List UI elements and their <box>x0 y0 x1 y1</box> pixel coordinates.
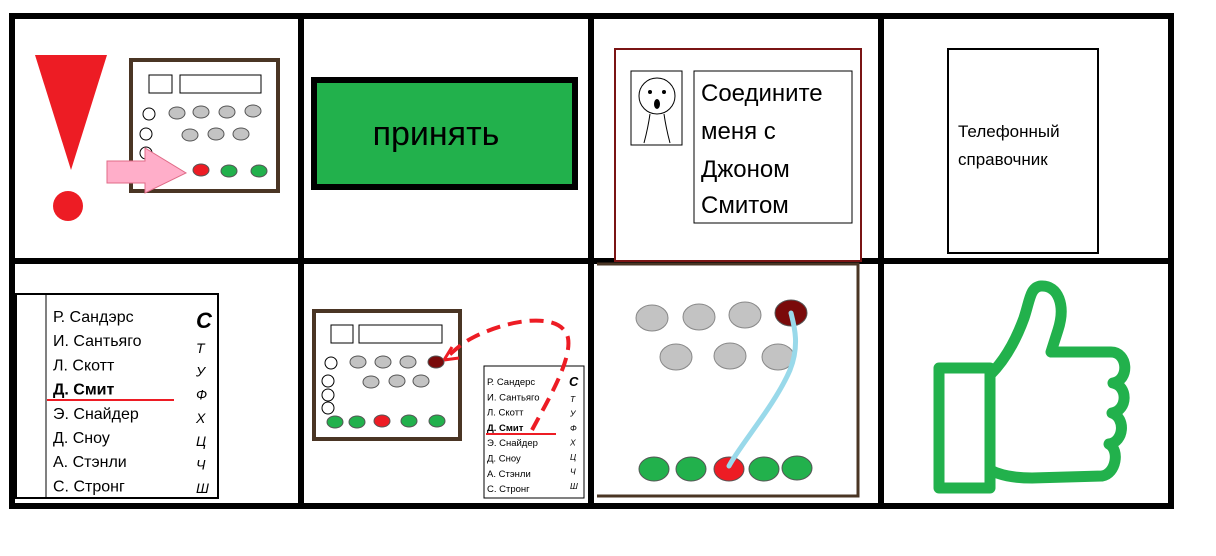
thumbs-up-icon <box>933 280 1131 494</box>
active-plug[interactable] <box>713 456 745 482</box>
directory-index-letter: У <box>195 363 207 379</box>
cell-accept: принять <box>311 77 578 190</box>
cell-phonebook: Телефонный справочник <box>947 48 1099 254</box>
phonebook-card[interactable]: Телефонный справочник <box>947 48 1099 254</box>
mini-directory-index-letter: Х <box>569 438 576 448</box>
directory-index-letter: Т <box>196 340 206 356</box>
mini-directory-entry: С. Стронг <box>487 484 530 495</box>
mini-directory-index-letter: Ш <box>570 481 578 491</box>
directory-list: Р. Сандэрс И. Сантьяго Л. Скотт Д. Смит Э. С… <box>53 309 142 495</box>
directory-index-letter: Ц <box>196 433 206 449</box>
mini-directory-index-letter: Ч <box>570 467 576 477</box>
mini-directory-index-header: С <box>569 374 579 389</box>
request-speech-box <box>693 70 853 224</box>
directory-index-letter: Ш <box>196 480 209 496</box>
mini-directory-entry: Д. Сноу <box>487 454 521 465</box>
cell-directory: Р. Сандэрс И. Сантьяго Л. Скотт Д. Смит Э. С… <box>15 293 219 499</box>
directory-index-letter: Ч <box>196 457 206 473</box>
arrow-right-icon <box>106 147 188 194</box>
cell-done <box>933 280 1131 494</box>
directory-index-letter: Ф <box>196 387 207 403</box>
exclamation-icon <box>35 55 107 221</box>
mini-directory-entry: Л. Скотт <box>487 408 524 419</box>
accept-button-label: принять <box>373 115 500 153</box>
target-socket[interactable] <box>427 355 445 369</box>
directory-entry-highlighted: Д. Смит <box>53 382 115 399</box>
directory-entry: Р. Сандэрс <box>53 309 134 326</box>
accept-button[interactable]: принять <box>311 77 578 190</box>
mini-directory-entry: А. Стэнли <box>487 469 531 480</box>
mini-directory-entry: Р. Сандерс <box>487 377 535 388</box>
mini-directory: Р. Сандерс И. Сантьяго Л. Скотт Д. Смит Э. С… <box>483 365 585 499</box>
switchboard-closeup-icon <box>597 262 860 498</box>
directory-index-header: С <box>196 308 213 333</box>
directory-entry: И. Сантьяго <box>53 333 142 350</box>
request-line-4: Смитом <box>701 192 789 219</box>
cell-alert <box>35 55 280 221</box>
directory-page <box>15 293 219 499</box>
cell-connect <box>597 262 860 498</box>
mini-directory-entry: И. Сантьяго <box>487 392 540 403</box>
surprised-face-icon <box>630 70 683 146</box>
storyboard-grid <box>9 13 1174 509</box>
mini-directory-entry: Э. Снайдер <box>487 438 538 449</box>
directory-entry: Л. Скотт <box>53 357 115 374</box>
phonebook-title-1: Телефонный <box>958 122 1060 141</box>
directory-entry: А. Стэнли <box>53 454 127 471</box>
mini-directory-index-letter: Ф <box>570 423 577 433</box>
phonebook-title-2: справочник <box>958 150 1048 169</box>
dashed-arrow-icon <box>442 318 571 431</box>
switchboard-icon <box>312 309 462 441</box>
request-line-3: Джоном <box>701 156 790 183</box>
mini-directory-index-letter: Ц <box>570 452 576 462</box>
mini-directory-entry-highlighted: Д. Смит <box>487 423 524 434</box>
directory-entry: С. Стронг <box>53 478 125 495</box>
directory-index-letter: Х <box>195 410 206 426</box>
request-line-1: Соедините <box>701 80 823 107</box>
patch-cable-icon[interactable] <box>726 310 799 469</box>
cell-lookup: Р. Сандерс И. Сантьяго Л. Скотт Д. Смит Э. С… <box>312 309 585 499</box>
directory-entry: Д. Сноу <box>53 430 110 447</box>
cell-request: Соедините меня с Джоном Смитом <box>614 48 862 262</box>
mini-directory-index-letter: Т <box>570 394 576 404</box>
request-line-2: меня с <box>701 118 776 145</box>
mini-directory-index-letter: У <box>569 409 577 419</box>
directory-entry: Э. Снайдер <box>53 406 139 423</box>
